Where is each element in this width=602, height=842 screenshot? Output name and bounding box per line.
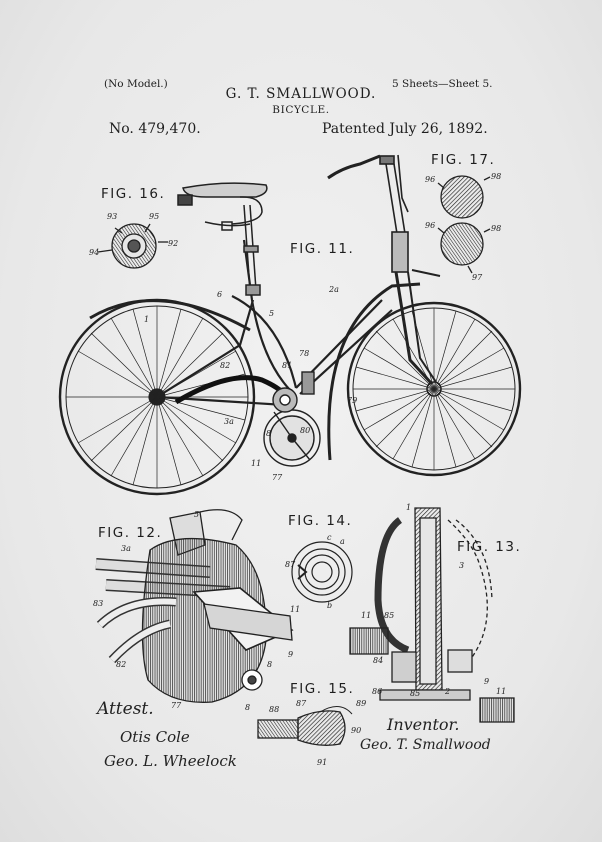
svg-text:3a: 3a bbox=[121, 544, 131, 553]
fig-17-label: FIG. 17. bbox=[431, 152, 496, 168]
svg-text:96: 96 bbox=[425, 221, 435, 230]
svg-text:11: 11 bbox=[361, 611, 371, 620]
fig-13-label: FIG. 13. bbox=[457, 539, 522, 555]
svg-text:78: 78 bbox=[299, 349, 309, 358]
svg-text:80: 80 bbox=[300, 426, 310, 435]
fig-15-label: FIG. 15. bbox=[290, 681, 355, 697]
drop-frame bbox=[156, 239, 393, 407]
fig-11-label: FIG. 11. bbox=[290, 241, 355, 257]
witness-signature-2: Geo. L. Wheelock bbox=[104, 752, 237, 770]
attest-label: Attest. bbox=[97, 699, 154, 719]
fig-11-bicycle-drawing: 1 6 5 2a 82 81 78 79 3a 8 80 11 77 bbox=[58, 154, 522, 496]
svg-text:b: b bbox=[327, 601, 332, 610]
svg-text:91: 91 bbox=[317, 758, 327, 767]
svg-text:90: 90 bbox=[351, 726, 361, 735]
svg-text:9: 9 bbox=[288, 650, 293, 659]
crank-gear bbox=[263, 371, 321, 467]
svg-text:95: 95 bbox=[149, 212, 159, 221]
svg-text:3a: 3a bbox=[224, 417, 234, 426]
fig-12-label: FIG. 12. bbox=[98, 525, 163, 541]
svg-text:81: 81 bbox=[282, 361, 292, 370]
svg-text:5: 5 bbox=[194, 510, 199, 519]
svg-text:c: c bbox=[327, 533, 332, 542]
svg-text:9: 9 bbox=[484, 677, 489, 686]
fig-14-drawing: c a 87 b bbox=[285, 533, 353, 610]
svg-text:2a: 2a bbox=[328, 285, 339, 294]
svg-text:88: 88 bbox=[269, 705, 279, 714]
fig-16-drawing: 93 95 94 92 bbox=[89, 212, 178, 269]
svg-text:8: 8 bbox=[267, 660, 272, 669]
fig-11-reference-numerals: 1 6 5 2a 82 81 78 79 3a 8 80 11 77 bbox=[144, 285, 357, 482]
svg-text:a: a bbox=[340, 537, 345, 546]
svg-text:5: 5 bbox=[269, 309, 274, 318]
svg-text:87: 87 bbox=[285, 560, 296, 569]
witness-signature-1: Otis Cole bbox=[120, 728, 190, 746]
svg-text:8: 8 bbox=[266, 429, 271, 438]
svg-text:89: 89 bbox=[356, 699, 366, 708]
svg-text:87: 87 bbox=[296, 699, 307, 708]
fig-14-label: FIG. 14. bbox=[288, 513, 353, 529]
inventor-signature: Geo. T. Smallwood bbox=[360, 737, 491, 753]
fig-12-drawing: 5 3a 83 82 77 11 8 9 8 bbox=[93, 509, 300, 712]
svg-text:1: 1 bbox=[406, 503, 411, 512]
sheet-count: 5 Sheets—Sheet 5. bbox=[392, 78, 493, 90]
svg-text:94: 94 bbox=[89, 248, 99, 257]
svg-text:86: 86 bbox=[372, 687, 382, 696]
svg-text:77: 77 bbox=[171, 701, 182, 710]
svg-text:2: 2 bbox=[444, 687, 450, 696]
svg-text:82: 82 bbox=[220, 361, 230, 370]
saddle bbox=[177, 182, 268, 296]
svg-text:6: 6 bbox=[217, 290, 222, 299]
svg-text:84: 84 bbox=[373, 656, 383, 665]
svg-text:82: 82 bbox=[116, 660, 126, 669]
svg-text:97: 97 bbox=[472, 273, 483, 282]
svg-text:92: 92 bbox=[168, 239, 178, 248]
patent-date: Patented July 26, 1892. bbox=[322, 121, 488, 137]
svg-text:77: 77 bbox=[272, 473, 283, 482]
svg-text:8: 8 bbox=[245, 703, 250, 712]
fig-15-drawing: 88 87 89 90 91 bbox=[257, 699, 366, 767]
svg-text:79: 79 bbox=[347, 396, 357, 405]
fig-13-drawing: 1 3 11 85 84 86 85 2 9 11 bbox=[349, 503, 515, 723]
svg-text:83: 83 bbox=[93, 599, 103, 608]
svg-text:85: 85 bbox=[410, 689, 420, 698]
rear-wheel bbox=[58, 298, 256, 496]
no-model-label: (No Model.) bbox=[104, 78, 168, 90]
svg-text:11: 11 bbox=[496, 687, 506, 696]
svg-text:11: 11 bbox=[290, 605, 300, 614]
svg-text:93: 93 bbox=[107, 212, 117, 221]
fig-16-label: FIG. 16. bbox=[101, 186, 166, 202]
svg-text:96: 96 bbox=[425, 175, 435, 184]
invention-title: BICYCLE. bbox=[272, 104, 330, 116]
inventor-name-heading: G. T. SMALLWOOD. bbox=[225, 86, 377, 102]
svg-text:98: 98 bbox=[491, 224, 501, 233]
handlebar-and-fork bbox=[327, 154, 441, 386]
inventor-label: Inventor. bbox=[387, 715, 460, 734]
fig-17-drawing: 96 98 96 98 97 bbox=[425, 172, 501, 282]
svg-text:85: 85 bbox=[384, 611, 394, 620]
front-wheel bbox=[327, 282, 522, 477]
svg-text:1: 1 bbox=[144, 315, 149, 324]
svg-text:3: 3 bbox=[459, 561, 464, 570]
svg-text:98: 98 bbox=[491, 172, 501, 181]
patent-number: No. 479,470. bbox=[109, 121, 201, 137]
svg-text:11: 11 bbox=[251, 459, 261, 468]
